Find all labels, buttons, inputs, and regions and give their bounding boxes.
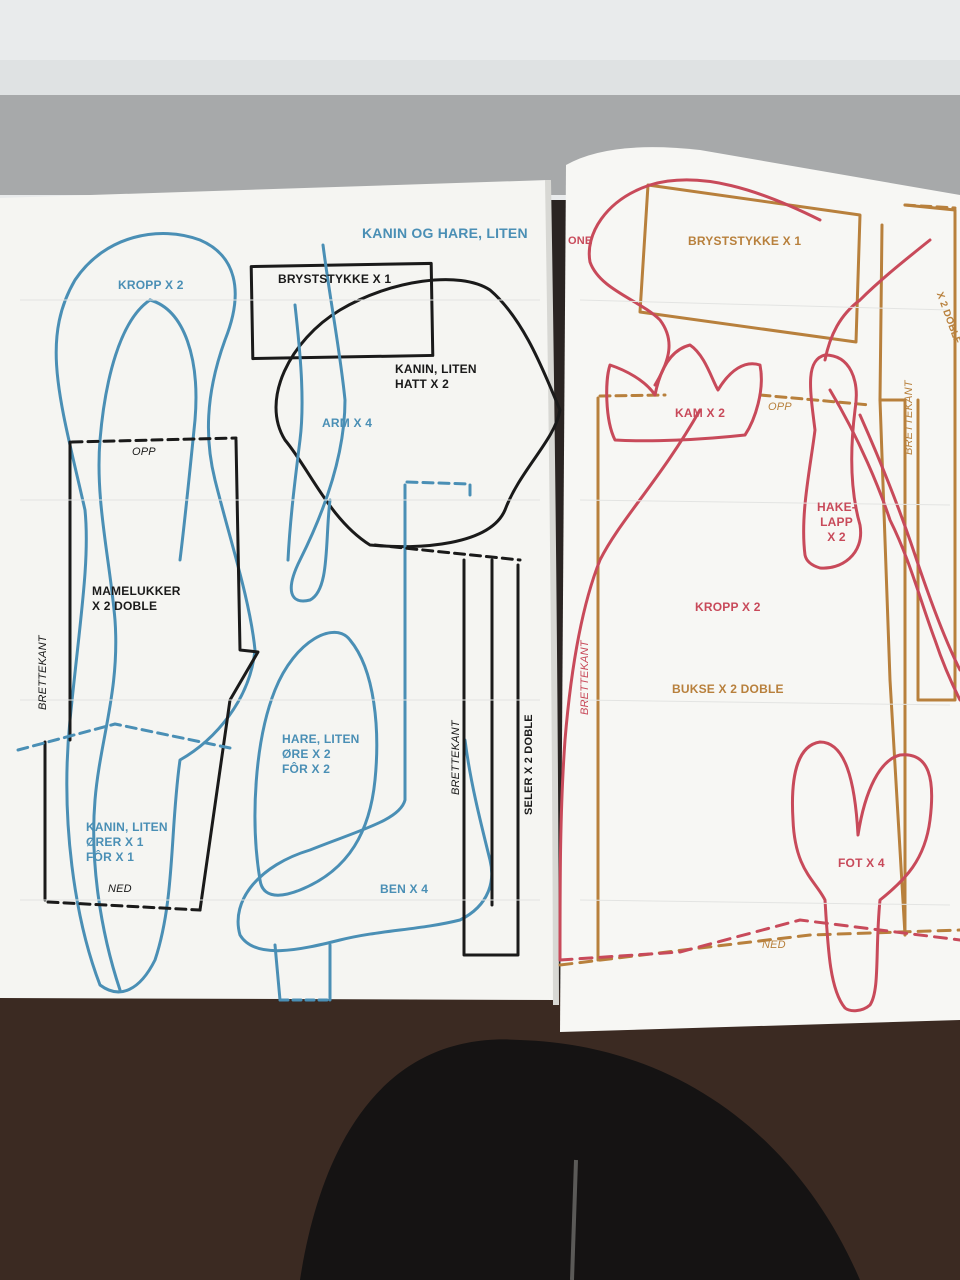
pattern-kam: [605, 343, 763, 443]
right-page: [560, 147, 960, 1033]
label-kanin-hatt: KANIN, LITEN HATT X 2: [395, 362, 477, 391]
label-seler: SELER X 2 DOBLE: [523, 714, 535, 815]
pattern-orange-right-strip: [878, 223, 907, 937]
label-kropp-right: KROPP X 2: [695, 600, 761, 614]
label-bukse: BUKSE X 2 DOBLE: [672, 682, 784, 696]
label-kam: KAM X 2: [675, 406, 726, 420]
pattern-kropp-red: [587, 178, 822, 387]
left-page-title: KANIN OG HARE, LITEN: [362, 225, 528, 241]
pattern-brystykke-left: [249, 261, 435, 361]
left-page: [0, 180, 555, 1000]
book-gutter: [545, 179, 559, 1006]
pattern-seler-top-dash: [373, 543, 522, 562]
pattern-red-strap2: [823, 238, 932, 362]
pattern-fot: [790, 740, 934, 1013]
pattern-mamelukker-sides: [43, 438, 260, 912]
label-arm: ARM X 4: [322, 416, 373, 430]
pattern-kropp-outline: [54, 232, 257, 994]
label-ned-left: NED: [108, 883, 132, 895]
pattern-mamelukker-opp-dash: [16, 722, 232, 752]
label-brettekant-right-2: BRETTEKANT: [579, 640, 591, 715]
label-kanin-orer: KANIN, LITEN ØRER X 1 FÔR X 1: [86, 820, 168, 864]
zipper: [570, 1159, 578, 1280]
pattern-mamelukker-top: [70, 436, 238, 444]
pattern-ben-top-dash: [405, 480, 472, 502]
label-hare-ore: HARE, LITEN ØRE X 2 FÔR X 2: [282, 732, 360, 776]
label-brettekant-right-1: BRETTEKANT: [903, 380, 915, 455]
pattern-red-bottom-dash: [558, 918, 960, 962]
label-hakelapp: HAKE- LAPP X 2: [817, 500, 856, 544]
label-brystykke-left: BRYSTSTYKKE X 1: [278, 272, 392, 286]
label-brystykke-right: BRYSTSTYKKE X 1: [688, 234, 802, 248]
pattern-kropp-inner2: [148, 298, 198, 562]
label-kropp: KROPP X 2: [118, 278, 184, 292]
label-ned-right: NED: [762, 939, 786, 951]
label-opp-left: OPP: [132, 446, 156, 458]
label-opp-right: OPP: [768, 401, 792, 413]
pattern-ben-bottom: [273, 943, 332, 1002]
label-fot: FOT X 4: [838, 856, 885, 870]
pattern-kanin-hatt: [274, 278, 562, 549]
pattern-arm: [289, 243, 347, 603]
faint-grid: [20, 299, 951, 906]
label-brettekant-left-1: BRETTEKANT: [37, 635, 49, 710]
pattern-arm-inner: [286, 303, 304, 562]
dark-cloth: [300, 1039, 860, 1280]
right-page-title-fragment: ONE: [568, 235, 593, 247]
pattern-mamelukker-bottom: [46, 900, 202, 912]
pattern-seler: [462, 558, 520, 957]
label-brettekant-left-2: BRETTEKANT: [450, 720, 462, 795]
pattern-red-strap3: [858, 413, 960, 672]
pattern-hare-ore: [253, 630, 379, 897]
label-mamelukker: MAMELUKKER X 2 DOBLE: [92, 584, 181, 613]
pattern-orange-top-dash: [903, 203, 957, 210]
pattern-kropp-red-side: [558, 408, 702, 962]
label-ben: BEN X 4: [380, 882, 429, 896]
pattern-ben: [236, 483, 494, 953]
pattern-hakelapp: [802, 353, 863, 570]
pattern-kropp-inner: [92, 298, 152, 992]
pattern-bukse: [596, 396, 907, 962]
pattern-red-strap: [828, 388, 960, 702]
